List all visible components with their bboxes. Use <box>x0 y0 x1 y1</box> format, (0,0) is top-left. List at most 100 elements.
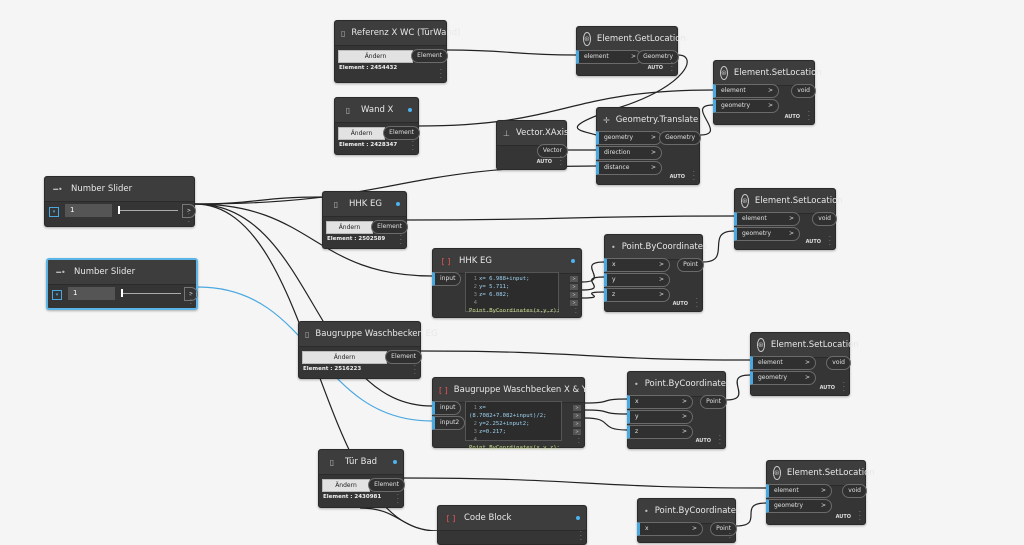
node-menu-icon[interactable]: ··· <box>692 168 695 184</box>
lacing-auto-label[interactable]: AUTO <box>672 301 688 307</box>
input-port-x[interactable]: x> <box>627 395 693 409</box>
lacing-auto-label[interactable]: AUTO <box>669 174 685 180</box>
change-selection-button[interactable]: Ändern <box>326 221 373 234</box>
output-port-element[interactable]: Element <box>411 49 448 63</box>
node-code[interactable]: [ ]Code Block··· <box>437 505 587 545</box>
output-port-element[interactable]: Element <box>368 478 405 492</box>
input-port-element[interactable]: element> <box>576 50 642 64</box>
node-header[interactable]: ⊛Element.SetLocation <box>767 461 875 486</box>
output-port-element[interactable]: Element <box>383 126 420 140</box>
output-port-line-2[interactable]: > <box>570 284 578 290</box>
node-header[interactable]: [ ]HHK EG <box>433 249 581 274</box>
output-port-element[interactable]: Element <box>371 220 408 234</box>
lacing-auto-label[interactable]: AUTO <box>784 114 800 120</box>
connector-wire[interactable] <box>420 350 751 361</box>
lacing-auto-label[interactable]: AUTO <box>536 159 552 165</box>
node-menu-icon[interactable]: ··· <box>728 526 731 542</box>
output-port-point[interactable]: Point <box>677 258 704 272</box>
output-port-geometry[interactable]: Geometry <box>637 50 679 64</box>
input-port-input[interactable]: input <box>432 272 462 286</box>
slider-thumb[interactable] <box>121 289 123 297</box>
node-slider[interactable]: ━•Number Slider▾1>··· <box>44 176 196 227</box>
node-menu-icon[interactable]: ··· <box>413 362 416 378</box>
connector-wire[interactable] <box>584 417 628 431</box>
node-header[interactable]: •Point.ByCoordinates <box>628 372 730 397</box>
input-port-element[interactable]: element> <box>734 212 800 226</box>
node-header[interactable]: •Point.ByCoordinates <box>638 499 740 524</box>
node-menu-icon[interactable]: ··· <box>718 432 721 448</box>
output-port-element[interactable]: Element <box>385 350 422 364</box>
input-port-element[interactable]: element> <box>766 484 832 498</box>
connector-wire[interactable] <box>584 398 628 404</box>
node-menu-icon[interactable]: ··· <box>187 210 190 226</box>
node-slider[interactable]: ━•Number Slider▾1>··· <box>46 258 198 310</box>
connector-wire[interactable] <box>194 203 433 277</box>
connector-wire[interactable] <box>735 502 767 527</box>
node-header[interactable]: ⊥Vector.XAxis <box>497 121 568 146</box>
input-port-geometry[interactable]: geometry> <box>734 227 800 241</box>
node-header[interactable]: ⊛Element.SetLocation <box>751 333 859 358</box>
change-selection-button[interactable]: Ändern <box>322 479 370 492</box>
input-port-z[interactable]: z> <box>604 288 670 302</box>
connector-wire[interactable] <box>699 104 714 136</box>
node-header[interactable]: [ ]Code Block <box>438 506 586 531</box>
input-port-y[interactable]: y> <box>604 273 670 287</box>
output-port-void[interactable]: void <box>826 356 851 370</box>
lacing-auto-label[interactable]: AUTO <box>835 514 851 520</box>
node-menu-icon[interactable]: ··· <box>577 431 580 447</box>
node-header[interactable]: •Point.ByCoordinates <box>605 235 707 260</box>
input-port-element[interactable]: element> <box>713 84 779 98</box>
node-menu-icon[interactable]: ··· <box>559 153 562 169</box>
output-port-line-2[interactable]: > <box>573 413 581 419</box>
output-port-line-1[interactable]: > <box>570 276 578 282</box>
output-port-line-4[interactable]: > <box>573 429 581 435</box>
node-menu-icon[interactable]: ··· <box>574 301 577 317</box>
input-port-z[interactable]: z> <box>627 425 693 439</box>
output-port-void[interactable]: void <box>812 212 837 226</box>
node-header[interactable]: [ ]Baugruppe Waschbecken X & Y <box>433 378 587 403</box>
node-menu-icon[interactable]: ··· <box>670 59 673 75</box>
lacing-auto-label[interactable]: AUTO <box>695 438 711 444</box>
input-port-input[interactable]: input <box>432 401 462 415</box>
input-port-geometry[interactable]: geometry> <box>713 99 779 113</box>
change-selection-button[interactable]: Ändern <box>302 351 387 364</box>
input-port-geometry[interactable]: geometry> <box>750 371 816 385</box>
connector-wire[interactable] <box>584 409 628 415</box>
output-port-point[interactable]: Point <box>700 395 727 409</box>
output-port-void[interactable]: void <box>842 484 867 498</box>
output-port-point[interactable]: Point <box>710 522 737 536</box>
change-selection-button[interactable]: Ändern <box>338 127 385 140</box>
connector-wire[interactable] <box>581 261 605 283</box>
node-menu-icon[interactable]: ··· <box>579 528 582 544</box>
output-port-void[interactable]: void <box>791 84 816 98</box>
output-port-geometry[interactable]: Geometry <box>659 131 701 145</box>
output-port-line-3[interactable]: > <box>570 292 578 298</box>
node-header[interactable]: ✛Geometry.Translate <box>597 108 699 133</box>
node-header[interactable]: ▯Tür Bad <box>319 450 403 475</box>
input-port-distance[interactable]: distance> <box>596 161 662 175</box>
connector-wire[interactable] <box>406 215 735 221</box>
slider-track[interactable] <box>121 293 181 294</box>
input-port-x[interactable]: x> <box>604 258 670 272</box>
node-menu-icon[interactable]: ··· <box>411 138 414 154</box>
node-menu-icon[interactable]: ··· <box>189 292 192 308</box>
input-port-element[interactable]: element> <box>750 356 816 370</box>
node-menu-icon[interactable]: ··· <box>439 66 442 82</box>
slider-value-field[interactable]: 1 <box>65 204 112 217</box>
input-port-input2[interactable]: input2 <box>432 416 466 430</box>
input-port-geometry[interactable]: geometry> <box>596 131 662 145</box>
output-port[interactable]: > <box>182 204 196 218</box>
slider-track[interactable] <box>118 210 178 211</box>
output-port-line-1[interactable]: > <box>573 405 581 411</box>
